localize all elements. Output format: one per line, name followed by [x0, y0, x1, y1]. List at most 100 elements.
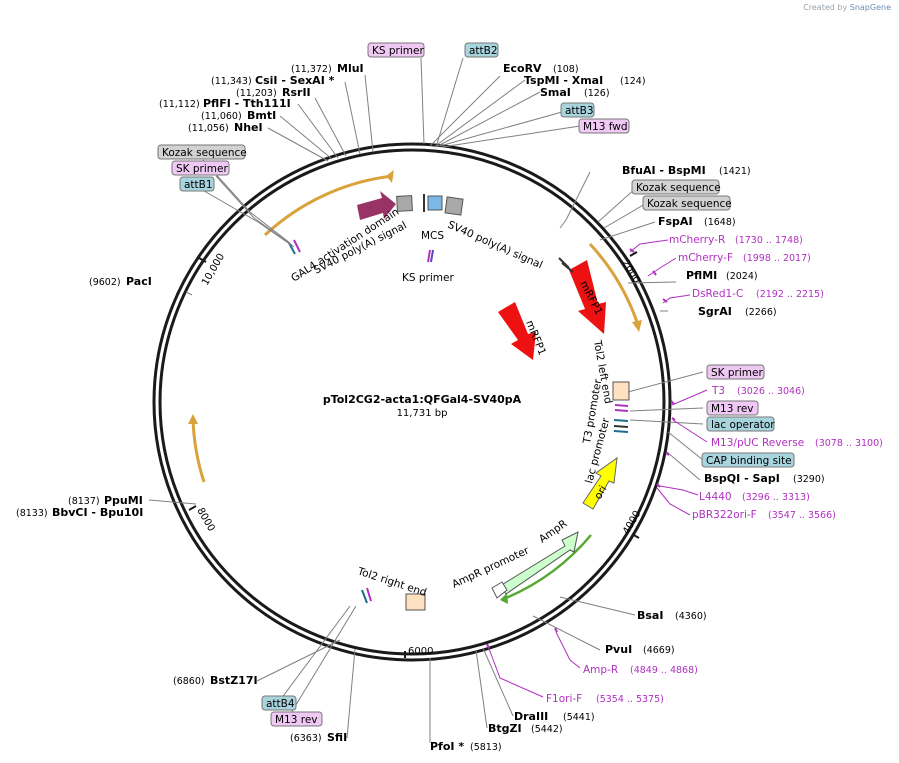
tol2-right-box [405, 593, 426, 611]
box-cap-binding-site: CAP binding site [706, 455, 792, 467]
enzyme-sgrai-pos: (2266) [745, 307, 777, 318]
enzyme-ecorv-pos: (108) [553, 64, 579, 75]
mrfp1-arrow-1 [569, 260, 606, 334]
ks-primer-site-top2 [430, 249, 434, 263]
primer-dsred1-c: DsRed1-C [692, 288, 743, 300]
tick-4000 [631, 533, 640, 539]
enzyme-bbvci-pos: (8133) [16, 508, 48, 519]
enzyme-bspqi: BspQI - SapI [704, 472, 780, 485]
primer-f1ori-f: F1ori-F [546, 693, 582, 705]
backbone-inner [158, 148, 666, 656]
primer-mcherry-r: mCherry-R [669, 234, 725, 246]
box-kozak-1: Kozak sequence [636, 182, 721, 194]
enzyme-paci: PacI [126, 275, 152, 288]
enzyme-bsai: BsaI [637, 609, 663, 622]
primer-mcherry-r-pos: (1730 .. 1748) [735, 235, 803, 246]
orf-arc-mrfp [588, 242, 639, 323]
box-attb4: attB4 [266, 698, 295, 710]
enzyme-pfoi: PfoI * [430, 740, 464, 753]
primer-labels: mCherry-R (1730 .. 1748) mCherry-F (1998… [546, 234, 883, 705]
primer-leader-lines [487, 239, 708, 698]
enzyme-pflfi-pos: (11,112) [159, 99, 200, 110]
orf-arc-gal4-arrow [385, 170, 394, 183]
enzyme-sfii-pos: (6363) [290, 733, 322, 744]
box-m13-rev-right: M13 rev [711, 403, 754, 415]
enzyme-sfii: SfiI [327, 731, 347, 744]
enzyme-nhei-pos: (11,056) [188, 123, 229, 134]
box-attb1: attB1 [184, 179, 213, 191]
enzyme-ppumi: PpuMI [104, 494, 143, 507]
enzyme-pfoi-pos: (5813) [470, 742, 502, 753]
snapgene-credit: Created by SnapGene [803, 3, 891, 12]
tick-2000 [629, 251, 638, 257]
box-sk-primer-left: SK primer [176, 163, 228, 175]
plasmid-length: 11,731 bp [397, 408, 448, 419]
tol2-left-box [612, 381, 630, 401]
box-attb2: attB2 [469, 45, 498, 57]
primer-mcherry-f-pos: (1998 .. 2017) [743, 253, 811, 264]
sv40-box-left [396, 195, 413, 212]
primer-amp-r-pos: (4849 .. 4868) [630, 665, 698, 676]
enzyme-rsrii-pos: (11,203) [236, 88, 277, 99]
enzyme-draiii: DraIII [514, 710, 548, 723]
enzyme-btgzi: BtgZI [488, 722, 522, 735]
box-lac-operator: lac operator [711, 419, 775, 431]
box-m13-fwd: M13 fwd [583, 121, 628, 133]
enzyme-pflfi: PflFI - Tth111I [203, 97, 291, 110]
enzyme-mlui-pos: (11,372) [291, 64, 332, 75]
enzyme-bsai-pos: (4360) [675, 611, 707, 622]
box-kozak-2: Kozak sequence [647, 198, 732, 210]
enzyme-nhei: NheI [234, 121, 263, 134]
tick-marks [188, 251, 640, 658]
enzyme-fspai: FspAI [658, 215, 693, 228]
primer-t3: T3 [711, 385, 725, 397]
enzyme-rsrii: RsrII [282, 86, 311, 99]
tick-label-8000: 8000 [194, 506, 216, 534]
mcs-box [427, 195, 443, 211]
primer-site-ticks [486, 248, 676, 649]
orf-arc-ampr [505, 534, 592, 600]
mrfp1-arrow-2 [498, 302, 536, 360]
tick-label-2000: 2000 [619, 258, 641, 286]
primer-f1ori-f-pos: (5354 .. 5375) [596, 694, 664, 705]
boxed-labels: KS primer attB2 attB3 M13 fwd Kozak sequ… [157, 42, 795, 727]
orf-arc-left [191, 417, 206, 483]
feature-label-tol2-right: Tol2 right end [355, 565, 428, 599]
enzyme-labels: MluI (11,372) CsiI - SexAI * (11,343) Rs… [16, 62, 825, 753]
enzyme-tspmi: TspMI - XmaI [524, 74, 603, 87]
enzyme-paci-pos: (9602) [89, 277, 121, 288]
enzyme-draiii-pos: (5441) [563, 712, 595, 723]
enzyme-pvui: PvuI [605, 643, 632, 656]
ampr-arrow [499, 531, 579, 595]
plasmid-name: pTol2CG2-acta1:QFGal4-SV40pA [323, 393, 522, 406]
enzyme-bmti-pos: (11,060) [201, 111, 242, 122]
enzyme-smai: SmaI [540, 86, 571, 99]
leader-lines [148, 57, 704, 743]
enzyme-ecorv: EcoRV [503, 62, 542, 75]
orf-arc-left-arrow [188, 414, 198, 424]
enzyme-sgrai: SgrAI [698, 305, 732, 318]
sv40-box-right [444, 196, 464, 216]
enzyme-mlui: MluI [337, 62, 364, 75]
feature-label-ks-primer: KS primer [402, 272, 454, 284]
gal4-arrow [357, 191, 396, 220]
primer-m13-puc-reverse: M13/pUC Reverse [711, 437, 804, 449]
feature-label-sv40-right: SV40 poly(A) signal [446, 219, 545, 272]
enzyme-bbvci: BbvCI - Bpu10I [52, 506, 143, 519]
primer-t3-pos: (3026 .. 3046) [737, 386, 805, 397]
enzyme-ppumi-pos: (8137) [68, 496, 100, 507]
ks-primer-site-top [427, 249, 431, 263]
box-sk-primer-right: SK primer [711, 367, 763, 379]
box-m13-rev-bottom: M13 rev [275, 714, 318, 726]
ori-arrow [582, 456, 618, 510]
credit-brand: SnapGene [849, 3, 891, 12]
enzyme-smai-pos: (126) [584, 88, 610, 99]
enzyme-pflmi: PflMI [686, 269, 717, 282]
tick-8000 [188, 505, 197, 511]
small-site-marks [288, 239, 629, 604]
enzyme-bmti: BmtI [247, 109, 276, 122]
tick-label-6000: 6000 [408, 646, 433, 657]
box-ks-primer: KS primer [372, 45, 424, 57]
enzyme-csii-pos: (11,343) [211, 76, 252, 87]
